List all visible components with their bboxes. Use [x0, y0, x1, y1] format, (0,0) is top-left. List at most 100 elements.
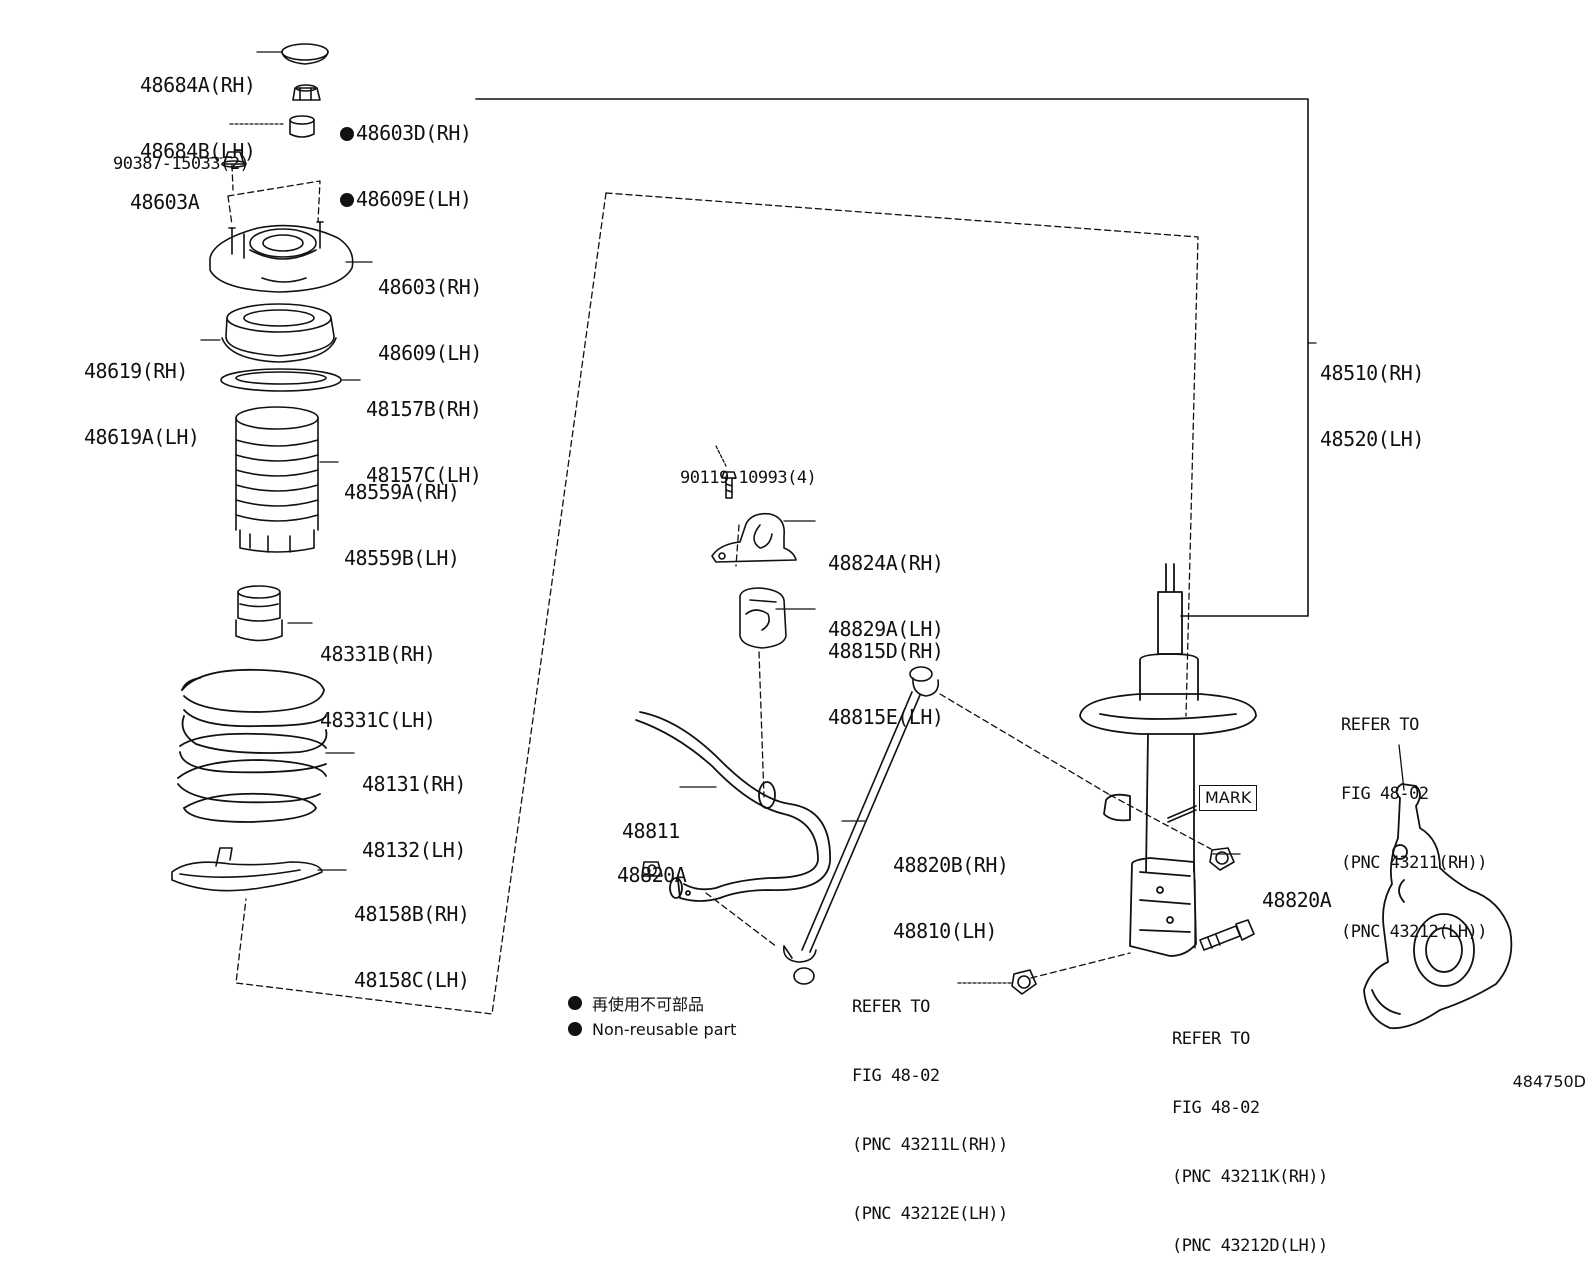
refer-nut-line3: (PNC 43211L(RH)) — [852, 1135, 1008, 1155]
strut-nut-part — [292, 84, 321, 101]
mark-arrow — [1167, 805, 1197, 823]
refer-nut-line4: (PNC 43212E(LH)) — [852, 1204, 1008, 1224]
knuckle-bolt-part — [1199, 919, 1255, 951]
label-90119: 90119-10993(4) — [680, 428, 817, 508]
refer-nut-line1: REFER TO — [852, 997, 930, 1017]
lower-insulator-part — [171, 847, 323, 892]
label-48603-lh: 48609(LH) — [378, 341, 482, 365]
label-48157: 48157B(RH) 48157C(LH) — [366, 354, 482, 508]
bracket-bolt-part — [721, 471, 737, 499]
dust-cap-part — [281, 43, 329, 65]
refer-bolt-line3: (PNC 43211K(RH)) — [1172, 1167, 1328, 1187]
label-48820B: 48820B(RH) 48810(LH) — [893, 810, 1009, 964]
bump-stopper-part — [235, 585, 283, 642]
coil-spring-part — [177, 668, 328, 823]
label-48158-lh: 48158C(LH) — [354, 968, 470, 992]
label-48820A-right-text: 48820A — [1262, 888, 1332, 912]
legend-en-text: Non-reusable part — [592, 1019, 737, 1039]
label-48603A-text: 48603A — [130, 190, 200, 214]
legend-row-en: Non-reusable part — [568, 1016, 736, 1042]
label-48811: 48811 — [622, 776, 680, 864]
dashed-outline-left — [605, 192, 1199, 717]
label-48815-lh: 48815E(LH) — [828, 705, 944, 729]
refer-bolt-line4: (PNC 43212D(LH)) — [1172, 1236, 1328, 1256]
dust-boot-part — [235, 406, 319, 553]
label-48619-rh: 48619(RH) — [84, 359, 188, 383]
label-90387-text: 90387-15033(2) — [113, 154, 250, 174]
label-48520-lh: 48520(LH) — [1320, 427, 1424, 451]
label-48559-lh: 48559B(LH) — [344, 546, 460, 570]
strut-assembly-bracket — [475, 98, 1309, 617]
label-48157-lh: 48157C(LH) — [366, 463, 482, 487]
filled-circle-icon — [568, 1022, 582, 1036]
mark-callout: MARK — [1199, 785, 1258, 811]
non-reusable-marker-icon — [340, 127, 354, 141]
label-48603: 48603(RH) 48609(LH) — [378, 232, 482, 386]
label-48829-lh: 48829A(LH) — [828, 617, 944, 641]
label-48820A-left: 48820A — [617, 820, 687, 908]
label-48510: 48510(RH) 48520(LH) — [1320, 318, 1424, 472]
refer-knuckle-note: REFER TO FIG 48-02 (PNC 43211(RH)) (PNC … — [1341, 668, 1488, 967]
label-48603-nut: 48603D(RH) 48609E(LH) — [340, 78, 472, 232]
label-48684: 48684A(RH) 48684B(LH) — [140, 30, 256, 184]
label-48510-rh: 48510(RH) — [1320, 361, 1424, 385]
spring-seat-part — [221, 303, 337, 363]
legend-jp-text: 再使用不可部品 — [592, 995, 705, 1014]
filled-circle-icon — [568, 996, 582, 1010]
suspension-exploded-diagram — [171, 43, 1513, 1030]
refer-bolt-line2: FIG 48-02 — [1172, 1098, 1260, 1118]
label-48603-nut-rh: 48603D(RH) — [340, 122, 472, 144]
stabilizer-bushing-part — [739, 587, 787, 649]
label-48158-rh: 48158B(RH) — [354, 902, 470, 926]
label-90119-text: 90119-10993(4) — [680, 468, 817, 488]
refer-knuckle-line2: FIG 48-02 — [1341, 784, 1429, 804]
label-90387: 90387-15033(2) — [113, 114, 250, 194]
label-48824: 48824A(RH) 48829A(LH) — [828, 508, 944, 662]
label-48684-lh: 48684B(LH) — [140, 139, 256, 163]
stabilizer-link-part — [782, 666, 940, 985]
label-48824-rh: 48824A(RH) — [828, 551, 944, 575]
shock-absorber-part — [1079, 563, 1257, 957]
label-48619-lh: 48619A(LH) — [84, 425, 200, 449]
legend: 再使用不可部品 Non-reusable part — [568, 990, 736, 1042]
refer-bolt-line1: REFER TO — [1172, 1029, 1250, 1049]
label-48603A: 48603A — [130, 147, 200, 235]
label-48132-lh: 48132(LH) — [362, 838, 466, 862]
stabilizer-nut-right-part — [1209, 847, 1235, 871]
label-48559: 48559A(RH) 48559B(LH) — [344, 437, 460, 591]
label-48603-nut-lh: 48609E(LH) — [340, 188, 472, 210]
stabilizer-nut-left-part — [641, 861, 663, 877]
refer-knuckle-line3: (PNC 43211(RH)) — [1341, 853, 1488, 873]
refer-nut-note: REFER TO FIG 48-02 (PNC 43211L(RH)) (PNC… — [852, 950, 1008, 1249]
figure-number: 484750D — [1512, 1072, 1586, 1091]
refer-bolt-note: REFER TO FIG 48-02 (PNC 43211K(RH)) (PNC… — [1172, 982, 1328, 1281]
label-48815: 48815D(RH) 48815E(LH) — [828, 596, 944, 750]
label-48131: 48131(RH) 48132(LH) — [362, 729, 466, 883]
label-48559-rh: 48559A(RH) — [344, 480, 460, 504]
label-48619: 48619(RH) 48619A(LH) — [84, 316, 200, 470]
refer-knuckle-line1: REFER TO — [1341, 715, 1419, 735]
label-48815-rh: 48815D(RH) — [828, 639, 944, 663]
label-48811-text: 48811 — [622, 819, 680, 843]
refer-knuckle-line4: (PNC 43212(LH)) — [1341, 922, 1488, 942]
label-48603-rh: 48603(RH) — [378, 275, 482, 299]
spring-insulator-part — [220, 368, 342, 392]
label-48331-lh: 48331C(LH) — [320, 708, 436, 732]
label-48820A-left-text: 48820A — [617, 863, 687, 887]
legend-row-jp: 再使用不可部品 — [568, 990, 736, 1016]
refer-nut-line2: FIG 48-02 — [852, 1066, 940, 1086]
knuckle-nut-part — [1011, 969, 1037, 995]
label-48820B-rh: 48820B(RH) — [893, 853, 1009, 877]
steering-knuckle-part — [1363, 783, 1513, 1030]
label-48820A-right: 48820A — [1262, 845, 1332, 933]
label-48131-rh: 48131(RH) — [362, 772, 466, 796]
label-48331: 48331B(RH) 48331C(LH) — [320, 599, 436, 753]
stabilizer-bracket-part — [711, 512, 797, 563]
upper-support-part — [209, 221, 354, 293]
label-48810-lh: 48810(LH) — [893, 919, 997, 943]
flange-nut-part — [221, 151, 247, 168]
label-48331-rh: 48331B(RH) — [320, 642, 436, 666]
non-reusable-marker-icon — [340, 193, 354, 207]
label-48684-rh: 48684A(RH) — [140, 73, 256, 97]
stabilizer-bar-part — [635, 711, 831, 902]
